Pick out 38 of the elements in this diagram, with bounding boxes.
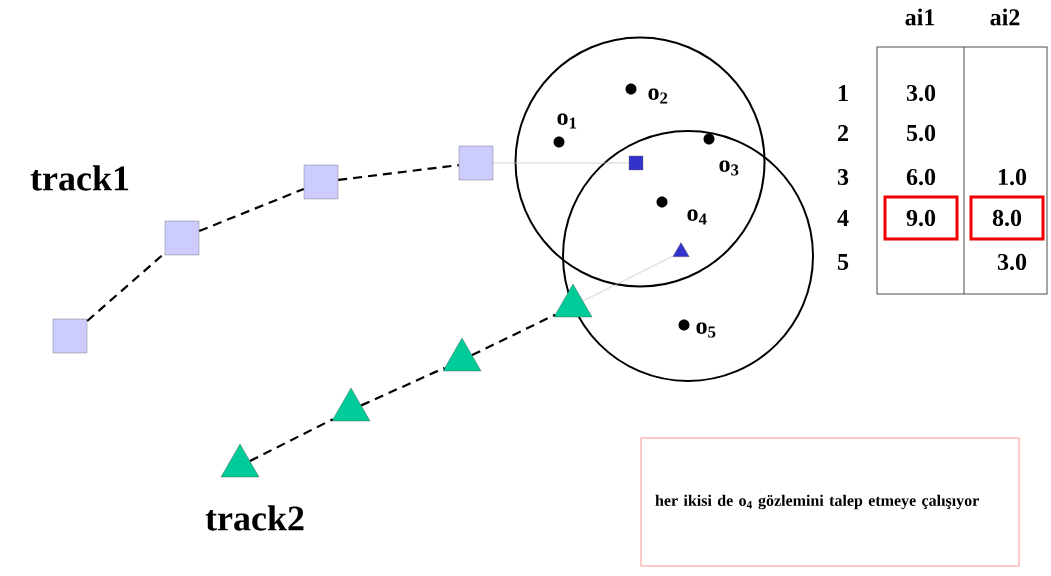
track-line	[471, 313, 556, 357]
track-square	[458, 145, 494, 181]
track-square	[164, 220, 200, 256]
table-cell: 1.0	[998, 168, 1027, 186]
highlight-box: 8.0	[969, 195, 1045, 241]
table-cell: 3.0	[997, 253, 1027, 271]
track-square	[52, 318, 88, 354]
observation-label: o$_{3}$	[719, 160, 739, 176]
note-box: her ikisi de o$_{4}$ gözlemini talep etmeye çalışıyor	[640, 437, 1020, 567]
row-number: 5	[837, 254, 849, 270]
track-triangle	[442, 337, 482, 372]
track-label: track1	[30, 165, 129, 191]
table-cell: 3.0	[906, 84, 936, 102]
predicted-square	[628, 155, 644, 171]
column-header: ai2	[990, 8, 1020, 26]
track-line	[198, 187, 305, 233]
highlight-box: 9.0	[883, 195, 959, 241]
observation-label: o$_{1}$	[557, 113, 577, 129]
row-number: 4	[837, 210, 849, 226]
row-number: 3	[837, 168, 849, 186]
table-cell: 5.0	[906, 124, 936, 142]
observation-label: o$_{2}$	[648, 88, 668, 104]
observation-label: o$_{4}$	[687, 209, 707, 225]
column-header: ai1	[905, 8, 935, 26]
track-line	[249, 418, 334, 462]
row-number: 2	[838, 125, 848, 141]
observation-label: o$_{5}$	[696, 322, 716, 338]
track-triangle	[553, 283, 593, 318]
association-line	[582, 255, 674, 302]
track-label: track2	[205, 505, 304, 531]
row-number: 1	[838, 85, 848, 101]
track-line	[338, 164, 459, 181]
track-triangle	[331, 387, 371, 422]
track-line	[360, 366, 445, 407]
table-cell: 6.0	[906, 168, 936, 186]
track-square	[303, 164, 339, 200]
track-triangle	[220, 443, 260, 478]
predicted-triangle	[672, 242, 690, 257]
